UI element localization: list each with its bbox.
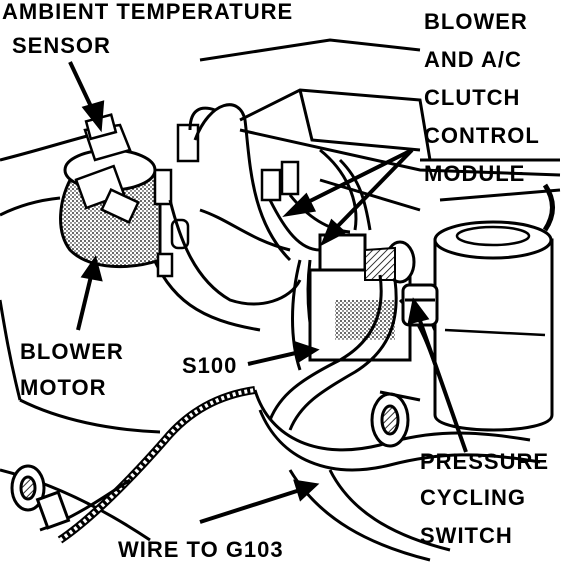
label-pressure-cycling-line-1: PRESSURE — [420, 449, 550, 474]
label-pressure-cycling-line-3: SWITCH — [420, 523, 513, 548]
blower-motor — [59, 123, 162, 269]
label-control-module-line-1: BLOWER — [424, 9, 528, 34]
label-s100: S100 — [182, 353, 238, 378]
ground-wire-harness — [39, 386, 256, 544]
label-blower-motor-line-1: BLOWER — [20, 339, 124, 364]
label-blower-motor-line-2: MOTOR — [20, 375, 107, 400]
label-wire-to-g103: WIRE TO G103 — [118, 537, 284, 562]
label-ambient-temperature-line-1: AMBIENT TEMPERATURE — [2, 0, 294, 24]
label-control-module-line-2: AND A/C — [424, 47, 522, 72]
harness-connectors-left — [153, 123, 300, 278]
label-control-module-line-4: CONTROL — [424, 123, 540, 148]
arrow-s100 — [247, 341, 320, 366]
label-ambient-temperature-line-2: SENSOR — [12, 33, 111, 58]
label-control-module-line-5: MODULE — [424, 161, 526, 186]
arrow-g103 — [199, 479, 320, 524]
g103-ground-connector — [10, 464, 71, 530]
arrow-blower-motor — [76, 255, 103, 331]
leader-arrows — [68, 61, 468, 524]
label-pressure-cycling-line-2: CYCLING — [420, 485, 526, 510]
arrow-ambient-sensor — [68, 61, 105, 133]
accumulator-canister — [433, 183, 555, 432]
arrow-control-module — [282, 148, 414, 247]
arrow-pressure-switch — [407, 297, 468, 453]
label-control-module-line-3: CLUTCH — [424, 85, 521, 110]
